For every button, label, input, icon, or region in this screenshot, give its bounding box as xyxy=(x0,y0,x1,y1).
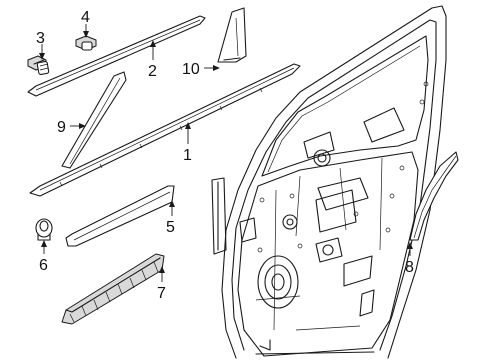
part-6-grommet xyxy=(35,218,53,241)
callout-5: 5 xyxy=(166,219,175,236)
callout-2: 2 xyxy=(148,63,157,80)
callout-3: 3 xyxy=(36,30,45,47)
callout-labels: 1 2 3 4 5 6 7 8 9 10 xyxy=(36,9,414,302)
callout-9: 9 xyxy=(57,119,66,136)
callout-4: 4 xyxy=(81,9,90,26)
leader-lines xyxy=(39,24,413,282)
part-5-lower-moulding xyxy=(65,185,175,247)
callout-7: 7 xyxy=(157,285,166,302)
part-1-belt-moulding xyxy=(29,63,301,197)
part-2-upper-strip xyxy=(27,15,206,97)
part-8-arch-moulding xyxy=(409,151,459,241)
part-10-corner-piece xyxy=(217,7,247,63)
part-3-bolt xyxy=(27,55,50,76)
rear-door-shell xyxy=(211,5,447,359)
part-7-retainer xyxy=(61,253,165,325)
callout-1: 1 xyxy=(183,147,192,164)
callout-6: 6 xyxy=(39,257,48,274)
callout-8: 8 xyxy=(405,259,414,276)
callout-10: 10 xyxy=(182,61,200,78)
part-4-clip xyxy=(75,35,97,51)
part-9-applique xyxy=(61,71,127,169)
